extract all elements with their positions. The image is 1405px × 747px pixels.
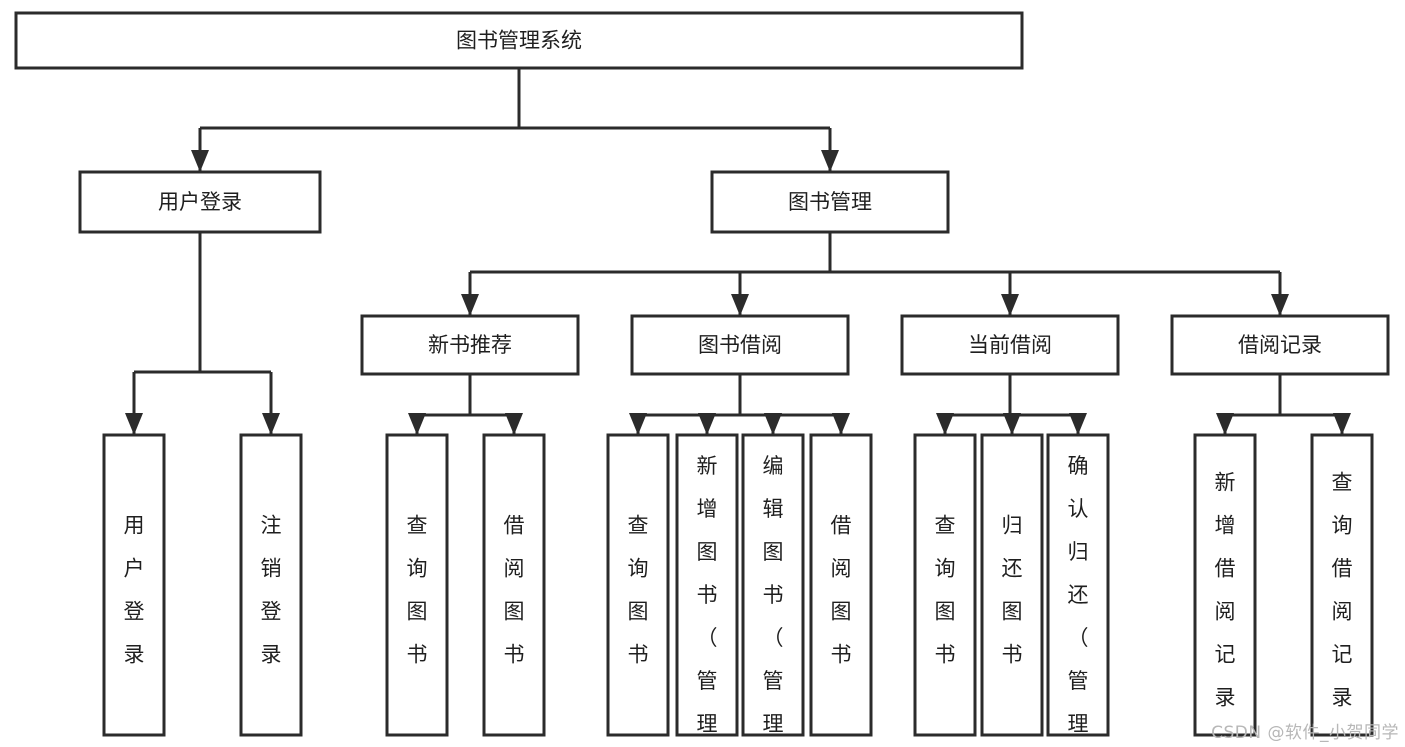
node-label: 新书推荐 [428, 333, 512, 357]
node-label: 归还图书 [1002, 514, 1023, 667]
node-user-login[interactable]: 用户登录 [78, 170, 322, 234]
node-leaf-add-book[interactable]: 新增图书（管理员） [675, 433, 739, 747]
node-new-book-recommend[interactable]: 新书推荐 [360, 314, 580, 376]
node-leaf-add-borrow-record[interactable]: 新增借阅记录 [1193, 433, 1257, 737]
node-label: 查询借阅记录 [1332, 471, 1353, 710]
node-label: 确认归还（管理员） [1068, 454, 1089, 747]
node-label: 用户登录 [158, 190, 242, 214]
node-label: 查询图书 [935, 514, 956, 667]
node-leaf-query-book-3[interactable]: 查询图书 [913, 433, 977, 737]
node-label: 查询图书 [628, 514, 649, 667]
node-label: 借阅记录 [1238, 333, 1322, 357]
node-label: 注销登录 [261, 514, 282, 667]
node-label: 借阅图书 [504, 514, 525, 667]
node-label: 图书管理 [788, 190, 872, 214]
connector-layer [125, 68, 1351, 435]
node-label: 新增借阅记录 [1215, 471, 1236, 710]
node-label: 查询图书 [407, 514, 428, 667]
node-leaf-borrow-book-1[interactable]: 借阅图书 [482, 433, 546, 737]
node-current-borrow[interactable]: 当前借阅 [900, 314, 1120, 376]
node-label: 图书管理系统 [456, 29, 582, 53]
node-book-borrow[interactable]: 图书借阅 [630, 314, 850, 376]
node-label: 编辑图书（管理员） [763, 454, 784, 747]
node-label: 用户登录 [124, 514, 145, 667]
node-borrow-record[interactable]: 借阅记录 [1170, 314, 1390, 376]
node-leaf-confirm-return[interactable]: 确认归还（管理员） [1046, 433, 1110, 747]
node-label: 当前借阅 [968, 333, 1052, 357]
node-leaf-borrow-book-2[interactable]: 借阅图书 [809, 433, 873, 737]
node-book-manage[interactable]: 图书管理 [710, 170, 950, 234]
node-leaf-query-book-2[interactable]: 查询图书 [606, 433, 670, 737]
watermark-text: CSDN @软件_小贺同学 [1211, 723, 1399, 743]
node-leaf-user-logout[interactable]: 注销登录 [239, 433, 303, 737]
node-label: 新增图书（管理员） [697, 454, 718, 747]
node-leaf-edit-book[interactable]: 编辑图书（管理员） [741, 433, 805, 747]
node-leaf-return-book[interactable]: 归还图书 [980, 433, 1044, 737]
node-label: 图书借阅 [698, 333, 782, 357]
node-leaf-user-login[interactable]: 用户登录 [102, 433, 166, 737]
node-leaf-query-borrow-record[interactable]: 查询借阅记录 [1310, 433, 1374, 737]
node-layer: 图书管理系统用户登录图书管理新书推荐图书借阅当前借阅借阅记录用户登录注销登录查询… [14, 11, 1390, 747]
node-leaf-query-book-1[interactable]: 查询图书 [385, 433, 449, 737]
node-label: 借阅图书 [831, 514, 852, 667]
node-root[interactable]: 图书管理系统 [14, 11, 1024, 70]
